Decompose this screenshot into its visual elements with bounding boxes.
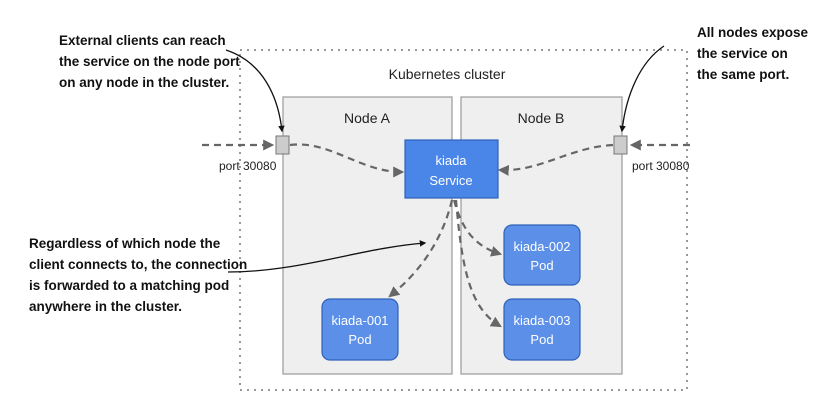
right-port-to-service-arrow	[497, 143, 614, 176]
pod-002-label-line1: kiada-002	[513, 239, 570, 254]
port-label-right: port 30080	[632, 159, 690, 173]
cluster-label: Kubernetes cluster	[389, 66, 506, 82]
pod-003-label-line2: Pod	[530, 332, 553, 347]
cluster-boundary	[239, 49, 688, 391]
service-to-pod-003-arrow	[454, 199, 502, 328]
callout-top-right: All nodes expose the service on the same…	[697, 22, 808, 85]
callout-top-left-line: on any node in the cluster.	[59, 75, 230, 90]
port-label-left: port 30080	[219, 159, 277, 173]
callout-top-left-leader	[225, 49, 285, 133]
pod-001-label-line2: Pod	[348, 332, 371, 347]
callout-top-right-leader	[619, 45, 665, 133]
node-b-label: Node B	[518, 110, 565, 126]
pod-002-box	[503, 224, 581, 286]
left-port-to-service-arrow	[289, 143, 405, 178]
callout-bottom-left-line: client connects to, the connection	[29, 257, 248, 272]
callout-top-left: External clients can reach the service o…	[59, 30, 240, 93]
pod-003-label-line1: kiada-003	[513, 313, 570, 328]
callout-bottom-left-line: anywhere in the cluster.	[29, 299, 183, 314]
callout-top-left-line: the service on the node port	[59, 54, 240, 69]
service-label-line2: Service	[429, 173, 472, 188]
callout-top-right-line: All nodes expose	[697, 25, 809, 40]
pod-002-label-line2: Pod	[530, 258, 553, 273]
callout-bottom-left-line: Regardless of which node the	[29, 236, 221, 251]
service-to-pod-001-arrow	[388, 199, 454, 298]
callout-bottom-left-leader	[227, 240, 427, 273]
callout-top-left-line: External clients can reach	[59, 33, 226, 48]
service-box	[404, 139, 499, 199]
service-label-line1: kiada	[435, 153, 467, 168]
pod-003-box	[503, 298, 581, 361]
node-a-label: Node A	[344, 110, 391, 126]
pod-001-box	[321, 298, 399, 361]
port-square-left	[275, 135, 290, 155]
callout-top-right-line: the same port.	[697, 67, 790, 82]
callout-top-right-line: the service on	[697, 46, 788, 61]
port-square-right	[613, 135, 628, 155]
service-to-pod-002-arrow	[452, 199, 503, 257]
pod-001-label-line1: kiada-001	[331, 313, 388, 328]
callout-bottom-left: Regardless of which node the client conn…	[29, 233, 247, 317]
callout-bottom-left-line: is forwarded to a matching pod	[29, 278, 230, 293]
